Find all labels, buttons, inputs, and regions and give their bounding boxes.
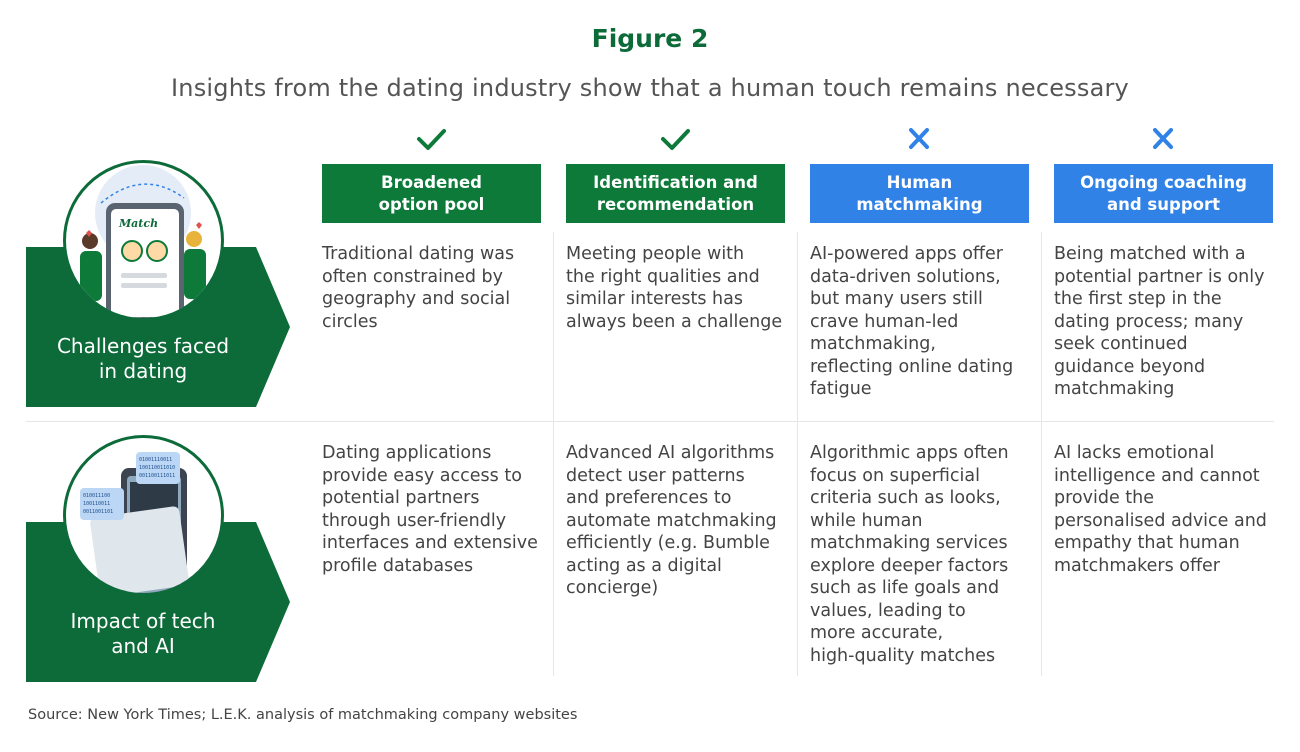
column-divider [1041, 232, 1042, 676]
cross-icon [899, 122, 939, 156]
ai-phone-illustration: 01001110011 100110011010 001100111011 01… [63, 435, 224, 596]
binary-text: 100110011 [83, 501, 110, 507]
binary-text: 0011001101 [83, 509, 113, 515]
figure-subtitle: Insights from the dating industry show t… [171, 74, 1129, 102]
check-icon [411, 122, 451, 156]
figure-label: Figure 2 [591, 24, 709, 53]
row-divider [26, 421, 1274, 422]
binary-text: 01001110011 [139, 457, 172, 463]
match-logo-text: Match [118, 217, 158, 230]
column-divider [553, 232, 554, 676]
cross-icon [1143, 122, 1183, 156]
dating-app-illustration: Match [63, 160, 224, 321]
binary-text: 001100111011 [139, 473, 175, 479]
binary-text: 010011100 [83, 493, 110, 499]
check-icon [655, 122, 695, 156]
column-divider [797, 232, 798, 676]
source-note: Source: New York Times; L.E.K. analysis … [28, 707, 578, 723]
binary-text: 100110011010 [139, 465, 175, 471]
